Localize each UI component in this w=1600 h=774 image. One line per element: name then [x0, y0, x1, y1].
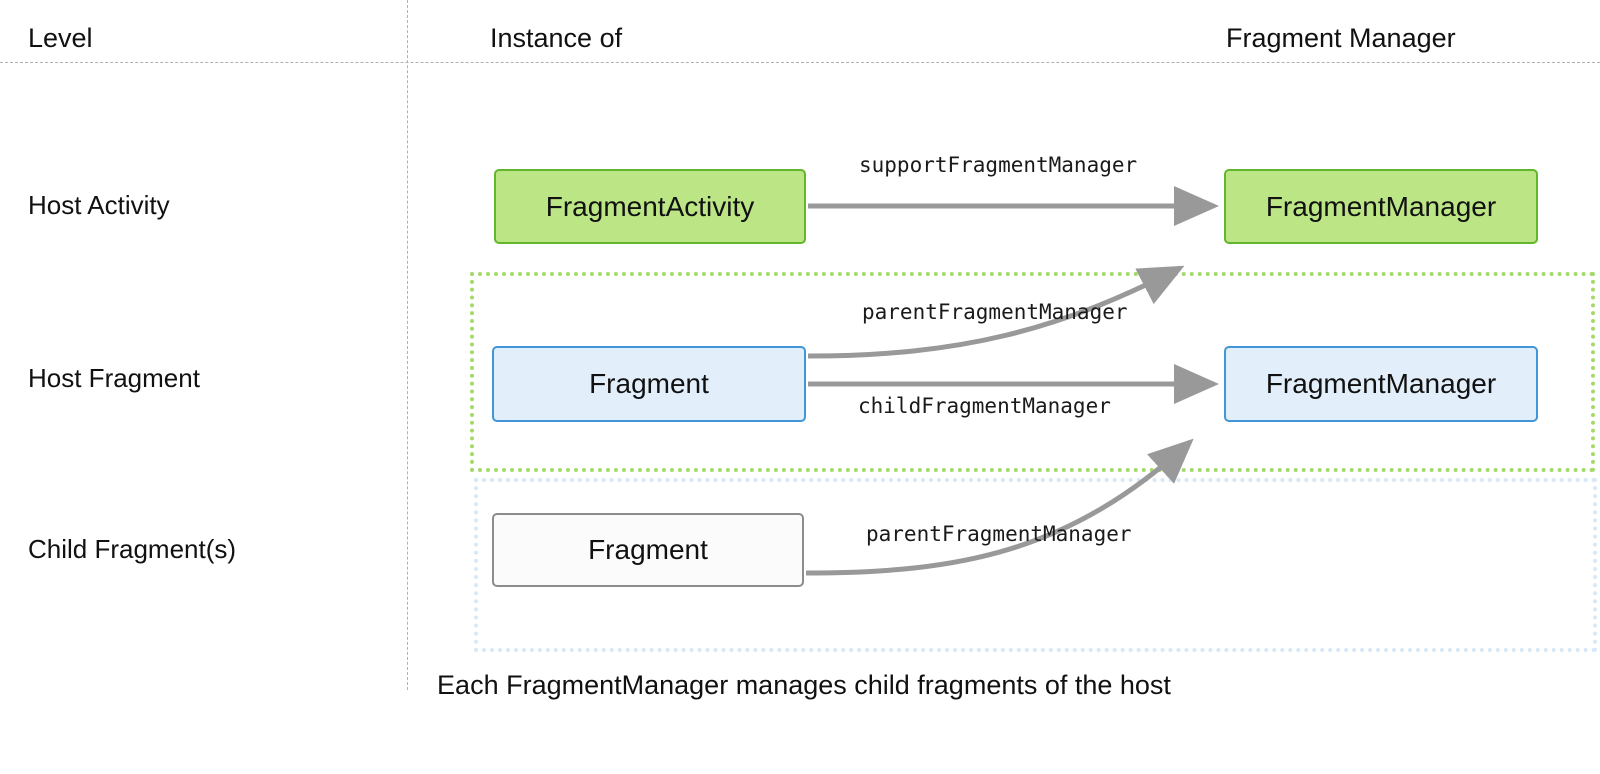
- node-fragment-manager-host[interactable]: FragmentManager: [1224, 346, 1538, 422]
- level-label-child-fragment: Child Fragment(s): [28, 534, 237, 564]
- column-header-instance-of: Instance of: [490, 23, 623, 53]
- node-fragment-child[interactable]: Fragment: [492, 513, 804, 587]
- edge-label-parent-fragment-manager-child: parentFragmentManager: [866, 522, 1132, 546]
- diagram-caption: Each FragmentManager manages child fragm…: [0, 672, 1600, 699]
- column-divider-line: [407, 0, 408, 690]
- node-fragment-activity[interactable]: FragmentActivity: [494, 169, 806, 244]
- node-fragment-manager-activity[interactable]: FragmentManager: [1224, 169, 1538, 244]
- edge-label-parent-fragment-manager-host: parentFragmentManager: [862, 300, 1128, 324]
- header-divider-line: [0, 62, 1600, 63]
- edge-label-child-fragment-manager: childFragmentManager: [858, 394, 1111, 418]
- column-header-level: Level: [28, 23, 93, 53]
- edge-label-support-fragment-manager: supportFragmentManager: [859, 153, 1138, 177]
- diagram-caption-text: Each FragmentManager manages child fragm…: [437, 670, 1171, 700]
- node-fragment-host[interactable]: Fragment: [492, 346, 806, 422]
- column-header-fragment-manager: Fragment Manager: [1226, 23, 1456, 53]
- level-label-host-activity: Host Activity: [28, 190, 170, 220]
- level-label-host-fragment: Host Fragment: [28, 363, 200, 393]
